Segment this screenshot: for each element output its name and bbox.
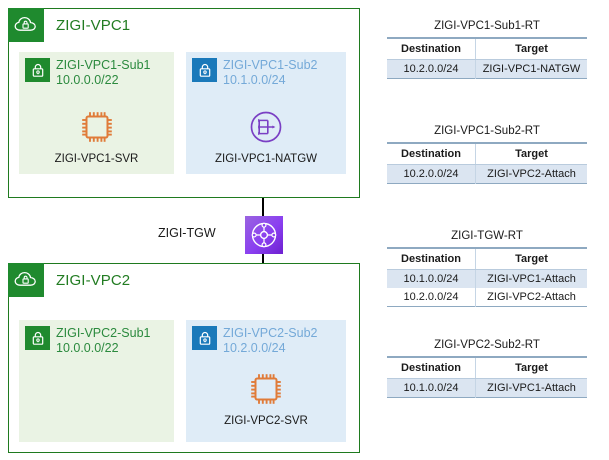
table-row: 10.2.0.0/24 ZIGI-VPC2-Attach (387, 288, 587, 307)
server-chip-icon (247, 370, 285, 413)
resource-caption: ZIGI-VPC1-SVR (54, 153, 139, 165)
column-header-destination: Destination (387, 248, 476, 270)
cell-target: ZIGI-VPC2-Attach (475, 288, 587, 307)
column-header-destination: Destination (387, 143, 476, 165)
subnet-cidr: 10.0.0.0/22 (56, 341, 119, 356)
column-header-destination: Destination (387, 38, 476, 60)
subnet-header: ZIGI-VPC2-Sub1 10.0.0.0/22 (19, 320, 174, 357)
subnet-name: ZIGI-VPC2-Sub1 (56, 326, 151, 340)
cell-destination: 10.2.0.0/24 (387, 164, 476, 184)
table-header-row: Destination Target (387, 38, 587, 60)
table-header-row: Destination Target (387, 143, 587, 165)
subnet-header: ZIGI-VPC1-Sub1 10.0.0.0/22 (19, 52, 174, 89)
table-row: 10.1.0.0/24 ZIGI-VPC1-Attach (387, 269, 587, 288)
connector-vpc1-to-tgw (262, 198, 264, 218)
cell-target: ZIGI-VPC1-Attach (475, 269, 587, 288)
subnet-name: ZIGI-VPC1-Sub2 (223, 58, 318, 72)
vpc-title-1: ZIGI-VPC1 (56, 16, 131, 34)
route-table: Destination Target 10.1.0.0/24 ZIGI-VPC1… (387, 247, 587, 307)
cell-target: ZIGI-VPC2-Attach (475, 164, 587, 184)
subnet-lock-icon (192, 58, 217, 82)
subnet-vpc2-sub1: ZIGI-VPC2-Sub1 10.0.0.0/22 (19, 320, 174, 442)
subnet-cidr: 10.2.0.0/24 (223, 341, 286, 356)
column-header-target: Target (475, 143, 587, 165)
subnet-labels: ZIGI-VPC1-Sub2 10.1.0.0/24 (223, 58, 317, 89)
resource-vpc2-svr: ZIGI-VPC2-SVR (186, 370, 346, 427)
subnet-labels: ZIGI-VPC1-Sub1 10.0.0.0/22 (56, 58, 150, 89)
subnet-header: ZIGI-VPC2-Sub2 10.2.0.0/24 (186, 320, 346, 357)
subnet-cidr: 10.1.0.0/24 (223, 73, 286, 88)
subnet-vpc2-sub2: ZIGI-VPC2-Sub2 10.2.0.0/24 ZIGI-VPC2-SVR (186, 320, 346, 442)
route-table-block-3: ZIGI-VPC2-Sub2-RT Destination Target 10.… (387, 339, 587, 398)
table-row: 10.1.0.0/24 ZIGI-VPC1-Attach (387, 378, 587, 398)
resource-vpc1-svr: ZIGI-VPC1-SVR (19, 108, 174, 165)
server-chip-icon (78, 108, 116, 151)
transit-gateway-icon (245, 216, 283, 254)
subnet-lock-icon (25, 58, 50, 82)
route-table-block-1: ZIGI-VPC1-Sub2-RT Destination Target 10.… (387, 125, 587, 184)
cell-destination: 10.1.0.0/24 (387, 378, 476, 398)
subnet-labels: ZIGI-VPC2-Sub1 10.0.0.0/22 (56, 326, 150, 357)
route-table-block-2: ZIGI-TGW-RT Destination Target 10.1.0.0/… (387, 230, 587, 307)
table-header-row: Destination Target (387, 357, 587, 379)
table-header-row: Destination Target (387, 248, 587, 270)
cell-destination: 10.2.0.0/24 (387, 59, 476, 79)
column-header-target: Target (475, 248, 587, 270)
resource-caption: ZIGI-VPC2-SVR (224, 415, 308, 427)
resource-vpc1-natgw: ZIGI-VPC1-NATGW (186, 108, 346, 165)
vpc-header-2: ZIGI-VPC2 (8, 263, 130, 297)
column-header-target: Target (475, 357, 587, 379)
column-header-destination: Destination (387, 357, 476, 379)
subnet-lock-icon (25, 326, 50, 350)
cell-target: ZIGI-VPC1-Attach (475, 378, 587, 398)
resource-caption: ZIGI-VPC1-NATGW (214, 153, 317, 165)
route-table-block-0: ZIGI-VPC1-Sub1-RT Destination Target 10.… (387, 20, 587, 79)
vpc-header-1: ZIGI-VPC1 (8, 8, 130, 42)
cell-target: ZIGI-VPC1-NATGW (475, 59, 587, 79)
vpc-cloud-lock-icon (8, 8, 44, 42)
subnet-vpc1-sub1: ZIGI-VPC1-Sub1 10.0.0.0/22 ZIGI-VPC1-SVR (19, 52, 174, 174)
subnet-cidr: 10.0.0.0/22 (56, 73, 119, 88)
table-row: 10.2.0.0/24 ZIGI-VPC2-Attach (387, 164, 587, 184)
subnet-header: ZIGI-VPC1-Sub2 10.1.0.0/24 (186, 52, 346, 89)
route-table: Destination Target 10.2.0.0/24 ZIGI-VPC2… (387, 142, 587, 184)
cell-destination: 10.2.0.0/24 (387, 288, 476, 307)
route-table-title: ZIGI-TGW-RT (451, 230, 523, 242)
route-table-title: ZIGI-VPC1-Sub2-RT (434, 125, 540, 137)
route-table: Destination Target 10.2.0.0/24 ZIGI-VPC1… (387, 37, 587, 79)
subnet-vpc1-sub2: ZIGI-VPC1-Sub2 10.1.0.0/24 ZIGI-VPC1-NAT… (186, 52, 346, 174)
nat-gateway-icon (247, 108, 285, 151)
subnet-lock-icon (192, 326, 217, 350)
table-row: 10.2.0.0/24 ZIGI-VPC1-NATGW (387, 59, 587, 79)
vpc-cloud-lock-icon (8, 263, 44, 297)
connector-tgw-to-vpc2 (262, 252, 264, 264)
cell-destination: 10.1.0.0/24 (387, 269, 476, 288)
route-table-title: ZIGI-VPC2-Sub2-RT (434, 339, 540, 351)
subnet-name: ZIGI-VPC1-Sub1 (56, 58, 151, 72)
route-table-title: ZIGI-VPC1-Sub1-RT (434, 20, 540, 32)
vpc-title-2: ZIGI-VPC2 (56, 271, 131, 289)
column-header-target: Target (475, 38, 587, 60)
route-table: Destination Target 10.1.0.0/24 ZIGI-VPC1… (387, 356, 587, 398)
subnet-name: ZIGI-VPC2-Sub2 (223, 326, 318, 340)
subnet-labels: ZIGI-VPC2-Sub2 10.2.0.0/24 (223, 326, 317, 357)
tgw-label: ZIGI-TGW (158, 226, 216, 240)
